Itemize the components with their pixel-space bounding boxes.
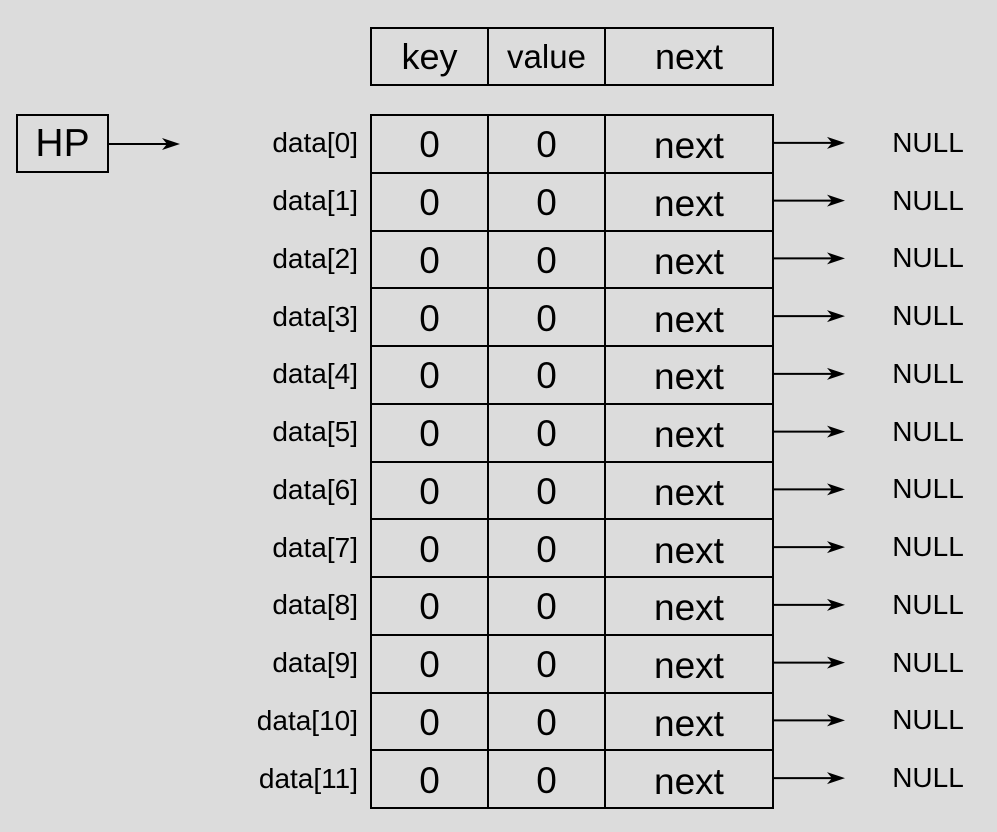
cell-next: next xyxy=(654,702,724,744)
cell-key: 0 xyxy=(372,635,489,692)
row-label: data[4] xyxy=(272,358,358,390)
next-arrow xyxy=(774,310,845,323)
cell-key: 0 xyxy=(372,751,489,807)
cell-key: 0 xyxy=(372,404,489,461)
cell-value: 0 xyxy=(489,289,606,345)
null-target: NULL xyxy=(892,473,964,505)
cell-next: next xyxy=(654,587,724,629)
cell-next: next xyxy=(654,183,724,225)
null-target: NULL xyxy=(892,184,964,216)
cell-value: 0 xyxy=(489,231,606,288)
row-label: data[3] xyxy=(272,300,358,332)
row-label: data[0] xyxy=(272,127,358,159)
null-target: NULL xyxy=(892,762,964,794)
next-arrow xyxy=(774,598,845,611)
hp-pointer-box: HP xyxy=(16,114,109,173)
cell-key: 0 xyxy=(372,173,489,230)
cell-next: next xyxy=(654,125,724,167)
next-arrow xyxy=(774,252,845,265)
header-next: next xyxy=(654,35,724,77)
cell-next: next xyxy=(654,760,724,802)
cell-key: 0 xyxy=(372,347,489,403)
hp-label: HP xyxy=(35,121,90,165)
cell-value: 0 xyxy=(489,635,606,692)
cell-key: 0 xyxy=(372,116,489,172)
null-target: NULL xyxy=(892,704,964,736)
cell-value: 0 xyxy=(489,751,606,807)
null-target: NULL xyxy=(892,357,964,389)
null-target: NULL xyxy=(892,646,964,678)
cell-next: next xyxy=(654,356,724,398)
next-arrow xyxy=(774,425,845,438)
row-label: data[10] xyxy=(256,704,358,736)
header-value: value xyxy=(489,29,606,84)
row-label: data[6] xyxy=(272,473,358,505)
cell-next: next xyxy=(654,414,724,456)
next-arrow xyxy=(774,136,845,149)
null-target: NULL xyxy=(892,242,964,274)
cell-value: 0 xyxy=(489,693,606,750)
row-label: data[2] xyxy=(272,242,358,274)
cell-value: 0 xyxy=(489,462,606,519)
header-key: key xyxy=(372,29,489,84)
cell-value: 0 xyxy=(489,347,606,403)
cell-value: 0 xyxy=(489,173,606,230)
cell-next: next xyxy=(654,298,724,340)
cell-key: 0 xyxy=(372,462,489,519)
null-target: NULL xyxy=(892,531,964,563)
next-arrow xyxy=(774,194,845,207)
cell-value: 0 xyxy=(489,404,606,461)
next-arrow xyxy=(774,656,845,669)
null-target: NULL xyxy=(892,126,964,158)
cell-key: 0 xyxy=(372,578,489,634)
null-target: NULL xyxy=(892,588,964,620)
next-arrow xyxy=(774,367,845,380)
null-target: NULL xyxy=(892,300,964,332)
row-label: data[9] xyxy=(272,647,358,679)
next-arrow xyxy=(774,772,845,785)
next-arrow xyxy=(774,483,845,496)
null-target: NULL xyxy=(892,415,964,447)
cell-value: 0 xyxy=(489,520,606,576)
cell-key: 0 xyxy=(372,231,489,288)
cell-value: 0 xyxy=(489,116,606,172)
cell-next: next xyxy=(654,645,724,687)
row-label: data[7] xyxy=(272,531,358,563)
next-arrow xyxy=(774,541,845,554)
row-label: data[11] xyxy=(258,762,358,794)
next-arrow xyxy=(774,714,845,727)
cell-next: next xyxy=(654,471,724,513)
row-label: data[1] xyxy=(272,185,358,217)
cell-next: next xyxy=(654,529,724,571)
cell-value: 0 xyxy=(489,578,606,634)
row-label: data[5] xyxy=(272,416,358,448)
cell-key: 0 xyxy=(372,693,489,750)
hp-arrow xyxy=(109,138,180,150)
null-targets: NULL NULL NULL NULL NULL NULL NULL NULL NULL NULL… xyxy=(868,114,988,807)
row-labels: data[0] data[1] data[2] data[3] data[4] data[… xyxy=(190,114,358,807)
cell-key: 0 xyxy=(372,520,489,576)
table-header: key value next xyxy=(370,27,774,86)
cell-next: next xyxy=(654,240,724,282)
cell-key: 0 xyxy=(372,289,489,345)
row-label: data[8] xyxy=(272,589,358,621)
